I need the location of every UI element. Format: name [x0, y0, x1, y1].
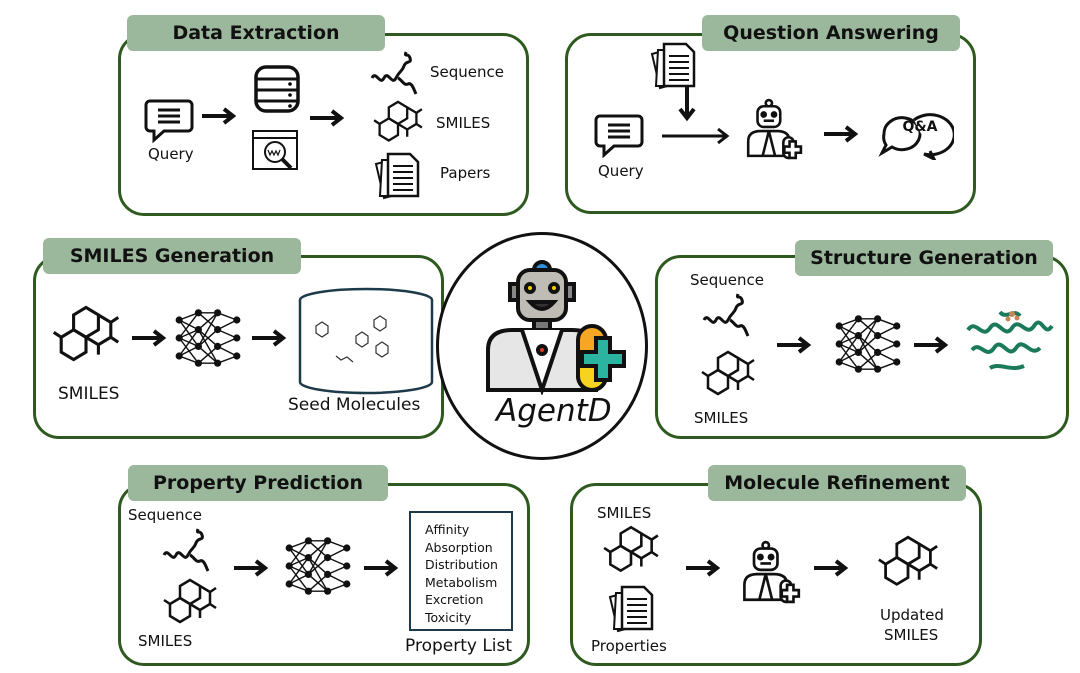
qa-label: Q&A: [902, 119, 938, 135]
arrow-icon: [232, 558, 272, 578]
sequence-label: Sequence: [128, 506, 202, 524]
question-answering-title: Question Answering: [702, 15, 960, 51]
papers-label: Papers: [440, 164, 491, 182]
molecule-icon: [874, 535, 942, 591]
arrow-icon: [130, 328, 170, 348]
sequence-label: Sequence: [690, 271, 764, 289]
papers-icon: [648, 40, 698, 90]
molecule-icon: [600, 525, 662, 577]
property-list-label: Property List: [405, 636, 513, 656]
arrow-icon: [684, 558, 724, 578]
seed-molecules-label: Seed Molecules: [288, 395, 421, 415]
molecule-icon: [48, 305, 124, 367]
smiles-generation-title: SMILES Generation: [43, 238, 301, 274]
sequence-label: Sequence: [430, 63, 504, 81]
arrow-icon: [662, 127, 730, 145]
updated-smiles-label-line2: SMILES: [884, 626, 939, 644]
arrow-icon: [822, 124, 862, 144]
query-label: Query: [148, 145, 194, 163]
agentd-title: AgentD: [496, 393, 612, 429]
properties-label: Properties: [591, 637, 667, 655]
protein-structure-icon: [960, 300, 1060, 380]
papers-icon: [372, 150, 422, 200]
smiles-input-label: SMILES: [58, 384, 120, 404]
property-item: Toxicity: [425, 609, 472, 625]
structure-generation-title: Structure Generation: [795, 240, 1053, 276]
molecule-icon: [370, 100, 426, 146]
protein-helix-icon: [368, 48, 418, 98]
protein-helix-icon: [700, 290, 750, 340]
arrow-icon: [812, 558, 852, 578]
property-item: Distribution: [425, 557, 498, 573]
qa-bubble-icon: [874, 110, 954, 160]
smiles-label: SMILES: [436, 114, 491, 132]
molecule-icon: [160, 578, 220, 628]
arrow-icon: [200, 106, 240, 126]
web-search-icon: [250, 128, 300, 178]
seed-molecules-cylinder-icon: [296, 286, 436, 396]
arrow-icon: [250, 328, 290, 348]
molecule-refinement-title: Molecule Refinement: [708, 465, 966, 501]
robot-doctor-icon: [742, 98, 804, 160]
arrow-icon: [912, 335, 952, 355]
property-item: Metabolism: [425, 574, 498, 590]
arrow-icon: [362, 558, 402, 578]
papers-icon: [606, 583, 656, 633]
arrow-down-icon: [677, 85, 697, 125]
neural-network-icon: [172, 308, 244, 368]
property-item: Affinity: [425, 522, 470, 537]
data-extraction-title: Data Extraction: [127, 15, 385, 51]
neural-network-icon: [832, 314, 904, 374]
smiles-label: SMILES: [597, 504, 652, 522]
property-item: Excretion: [425, 592, 484, 608]
protein-helix-icon: [160, 525, 210, 575]
chat-icon: [594, 110, 644, 160]
property-item: Absorption: [425, 539, 493, 555]
database-icon: [252, 64, 302, 114]
updated-smiles-label-line1: Updated: [880, 606, 944, 624]
arrow-icon: [775, 335, 815, 355]
property-list-document: Affinity Absorption Distribution Metabol…: [409, 511, 513, 631]
robot-doctor-icon: [486, 260, 626, 395]
smiles-label: SMILES: [694, 409, 749, 427]
molecule-icon: [698, 350, 758, 400]
smiles-label: SMILES: [138, 632, 193, 650]
arrow-icon: [308, 108, 348, 128]
query-label: Query: [598, 162, 644, 180]
robot-doctor-icon: [738, 540, 802, 604]
property-prediction-title: Property Prediction: [128, 465, 388, 501]
neural-network-icon: [282, 536, 354, 596]
chat-icon: [144, 95, 194, 145]
